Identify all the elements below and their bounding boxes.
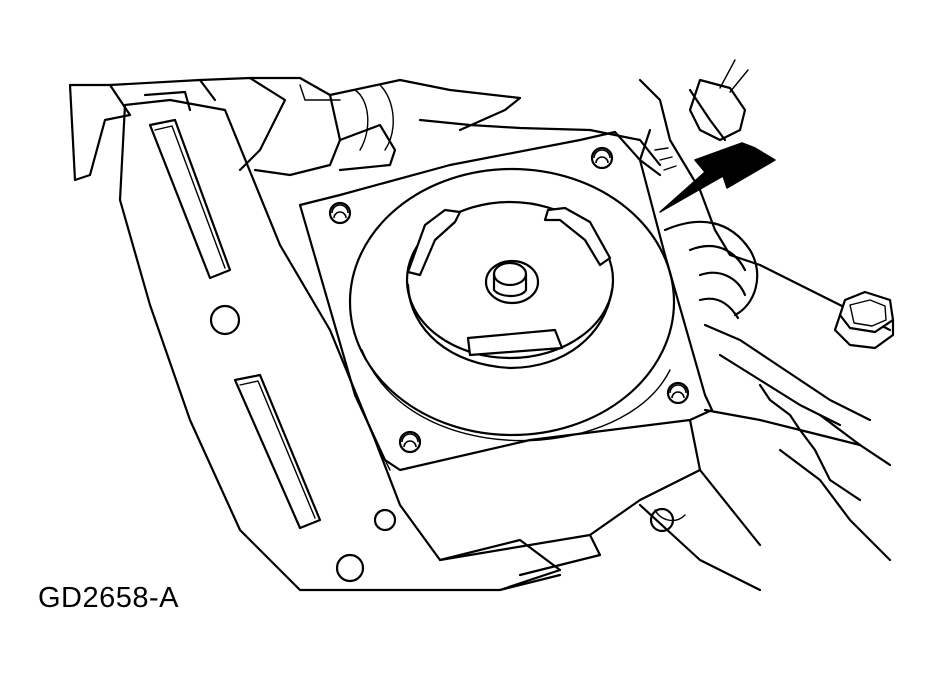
right-housing — [588, 59, 892, 592]
figure-id-label: GD2658-A — [38, 582, 180, 614]
threaded-hole — [590, 146, 614, 170]
hex-bolt — [833, 290, 895, 350]
threaded-hole — [398, 430, 422, 454]
mounting-plate — [298, 130, 714, 472]
threaded-hole — [666, 381, 690, 405]
round-cover — [348, 167, 676, 442]
threaded-hole — [328, 201, 352, 225]
arrow-pointer-icon — [659, 142, 776, 213]
left-gasket-plate — [118, 98, 602, 592]
